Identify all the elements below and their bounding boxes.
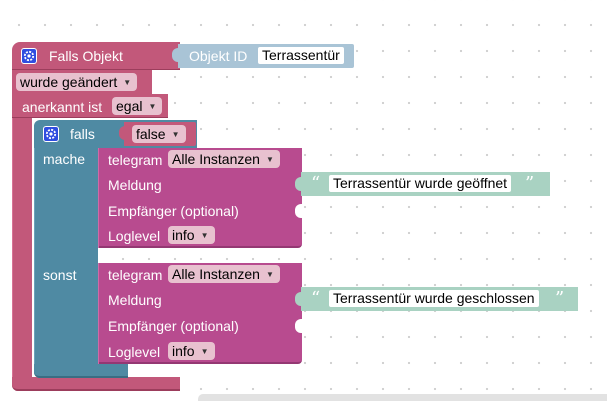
if-block-spine[interactable] bbox=[34, 148, 98, 378]
triangle-down-icon: ▼ bbox=[265, 269, 274, 279]
recipient-label: Empfänger (optional) bbox=[108, 318, 239, 334]
message-text-field[interactable]: Terrassentür wurde geöffnet bbox=[329, 175, 512, 192]
triangle-down-icon: ▼ bbox=[148, 101, 157, 111]
loglevel-label: Loglevel bbox=[108, 344, 161, 360]
message-label: Meldung bbox=[108, 177, 162, 193]
then-label: mache bbox=[43, 151, 86, 167]
telegram-block-left-edge bbox=[98, 148, 99, 248]
event-block-title: Falls Objekt bbox=[49, 48, 123, 64]
telegram-block-left-edge bbox=[98, 263, 99, 364]
message-string-block[interactable]: “ Terrassentür wurde geöffnet ” bbox=[301, 172, 550, 196]
message-string-connector bbox=[295, 177, 303, 191]
ack-label: anerkannt ist bbox=[22, 99, 103, 115]
triangle-down-icon: ▼ bbox=[171, 129, 180, 139]
instance-dropdown[interactable]: Alle Instanzen▼ bbox=[168, 265, 280, 283]
close-quote-icon: ” bbox=[555, 288, 565, 309]
message-text-field[interactable]: Terrassentür wurde geschlossen bbox=[329, 290, 539, 307]
close-quote-icon: ” bbox=[525, 173, 535, 194]
object-id-label: Objekt ID bbox=[189, 48, 248, 64]
condition-connector bbox=[119, 126, 127, 140]
message-string-block[interactable]: “ Terrassentür wurde geschlossen ” bbox=[301, 287, 578, 311]
object-id-connector bbox=[172, 48, 180, 62]
gear-icon[interactable] bbox=[43, 126, 59, 142]
loglevel-dropdown[interactable]: info▼ bbox=[168, 342, 215, 360]
message-label: Meldung bbox=[108, 292, 162, 308]
else-label: sonst bbox=[43, 267, 77, 283]
condition-dropdown[interactable]: false▼ bbox=[132, 125, 186, 143]
recipient-input-socket[interactable] bbox=[295, 204, 303, 218]
event-block-header[interactable] bbox=[12, 42, 180, 70]
triangle-down-icon: ▼ bbox=[200, 346, 209, 356]
gear-icon[interactable] bbox=[21, 48, 37, 64]
triangle-down-icon: ▼ bbox=[200, 230, 209, 240]
open-quote-icon: “ bbox=[311, 288, 321, 309]
object-id-block[interactable]: Objekt ID Terrassentür bbox=[178, 44, 354, 68]
event-block-spine[interactable] bbox=[12, 118, 32, 391]
if-label: falls bbox=[70, 126, 95, 142]
triangle-down-icon: ▼ bbox=[265, 154, 274, 164]
if-block-bottom[interactable] bbox=[34, 364, 128, 378]
recipient-input-socket[interactable] bbox=[295, 319, 303, 333]
event-block-footer[interactable] bbox=[12, 377, 180, 391]
instance-dropdown[interactable]: Alle Instanzen▼ bbox=[168, 150, 280, 168]
workspace-scrollbar[interactable] bbox=[198, 394, 607, 401]
open-quote-icon: “ bbox=[311, 173, 321, 194]
message-string-connector bbox=[295, 292, 303, 306]
recipient-label: Empfänger (optional) bbox=[108, 203, 239, 219]
triangle-down-icon: ▼ bbox=[123, 77, 132, 87]
trigger-dropdown[interactable]: wurde geändert▼ bbox=[16, 73, 138, 91]
loglevel-dropdown[interactable]: info▼ bbox=[168, 226, 215, 244]
object-id-value[interactable]: Terrassentür bbox=[258, 47, 344, 64]
telegram-label: telegram bbox=[108, 267, 163, 283]
ack-dropdown[interactable]: egal▼ bbox=[112, 97, 163, 115]
telegram-label: telegram bbox=[108, 152, 163, 168]
loglevel-label: Loglevel bbox=[108, 228, 161, 244]
